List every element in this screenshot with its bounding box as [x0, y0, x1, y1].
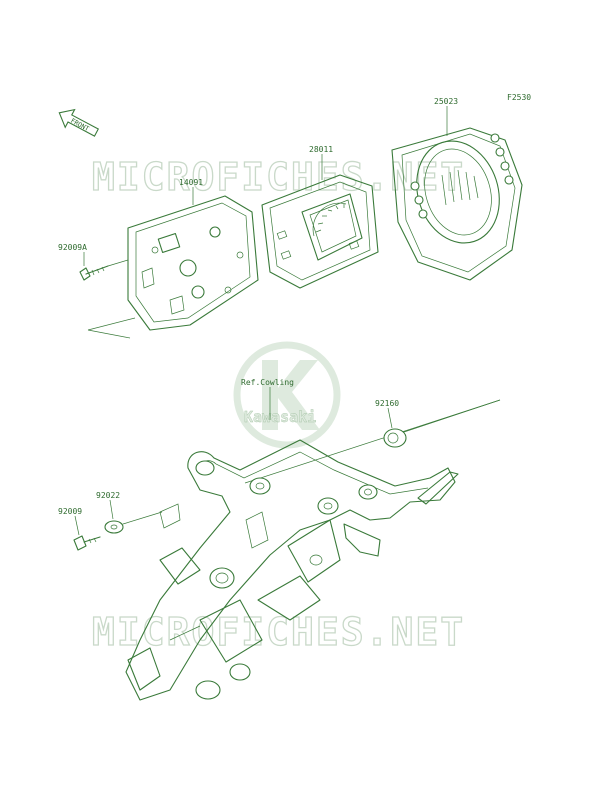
screw-92009A [79, 265, 109, 281]
part-label-25023: 25023 [434, 97, 458, 106]
part-label-92160: 92160 [375, 399, 399, 408]
watermark-top: MICROFICHES.NET [92, 155, 465, 199]
meter-assembly-28011 [261, 174, 379, 289]
part-label-92022: 92022 [96, 491, 120, 500]
meter-bracket-frame [125, 439, 459, 701]
part-label-14091: 14091 [179, 178, 203, 187]
part-label-28011: 28011 [309, 145, 333, 154]
kawasaki-logo: Kawasaki [233, 341, 341, 449]
kawasaki-logo-text: Kawasaki [244, 408, 316, 426]
watermark-bottom: MICROFICHES.NET [92, 610, 465, 654]
front-arrow-icon: FRONT [58, 108, 100, 137]
part-label-ref-cowling: Ref.Cowling [241, 378, 294, 387]
washer-92022 [104, 520, 124, 534]
part-label-92009: 92009 [58, 507, 82, 516]
diagram-code: F2530 [507, 93, 531, 102]
tachometer-scale [312, 202, 347, 237]
meter-case-14091 [127, 195, 259, 331]
bolt-92009 [73, 535, 101, 551]
grommet-92160 [383, 428, 407, 448]
part-label-92009A: 92009A [58, 243, 87, 252]
meter-cover-25023 [391, 127, 523, 281]
indicator-lamps-column [410, 133, 514, 219]
